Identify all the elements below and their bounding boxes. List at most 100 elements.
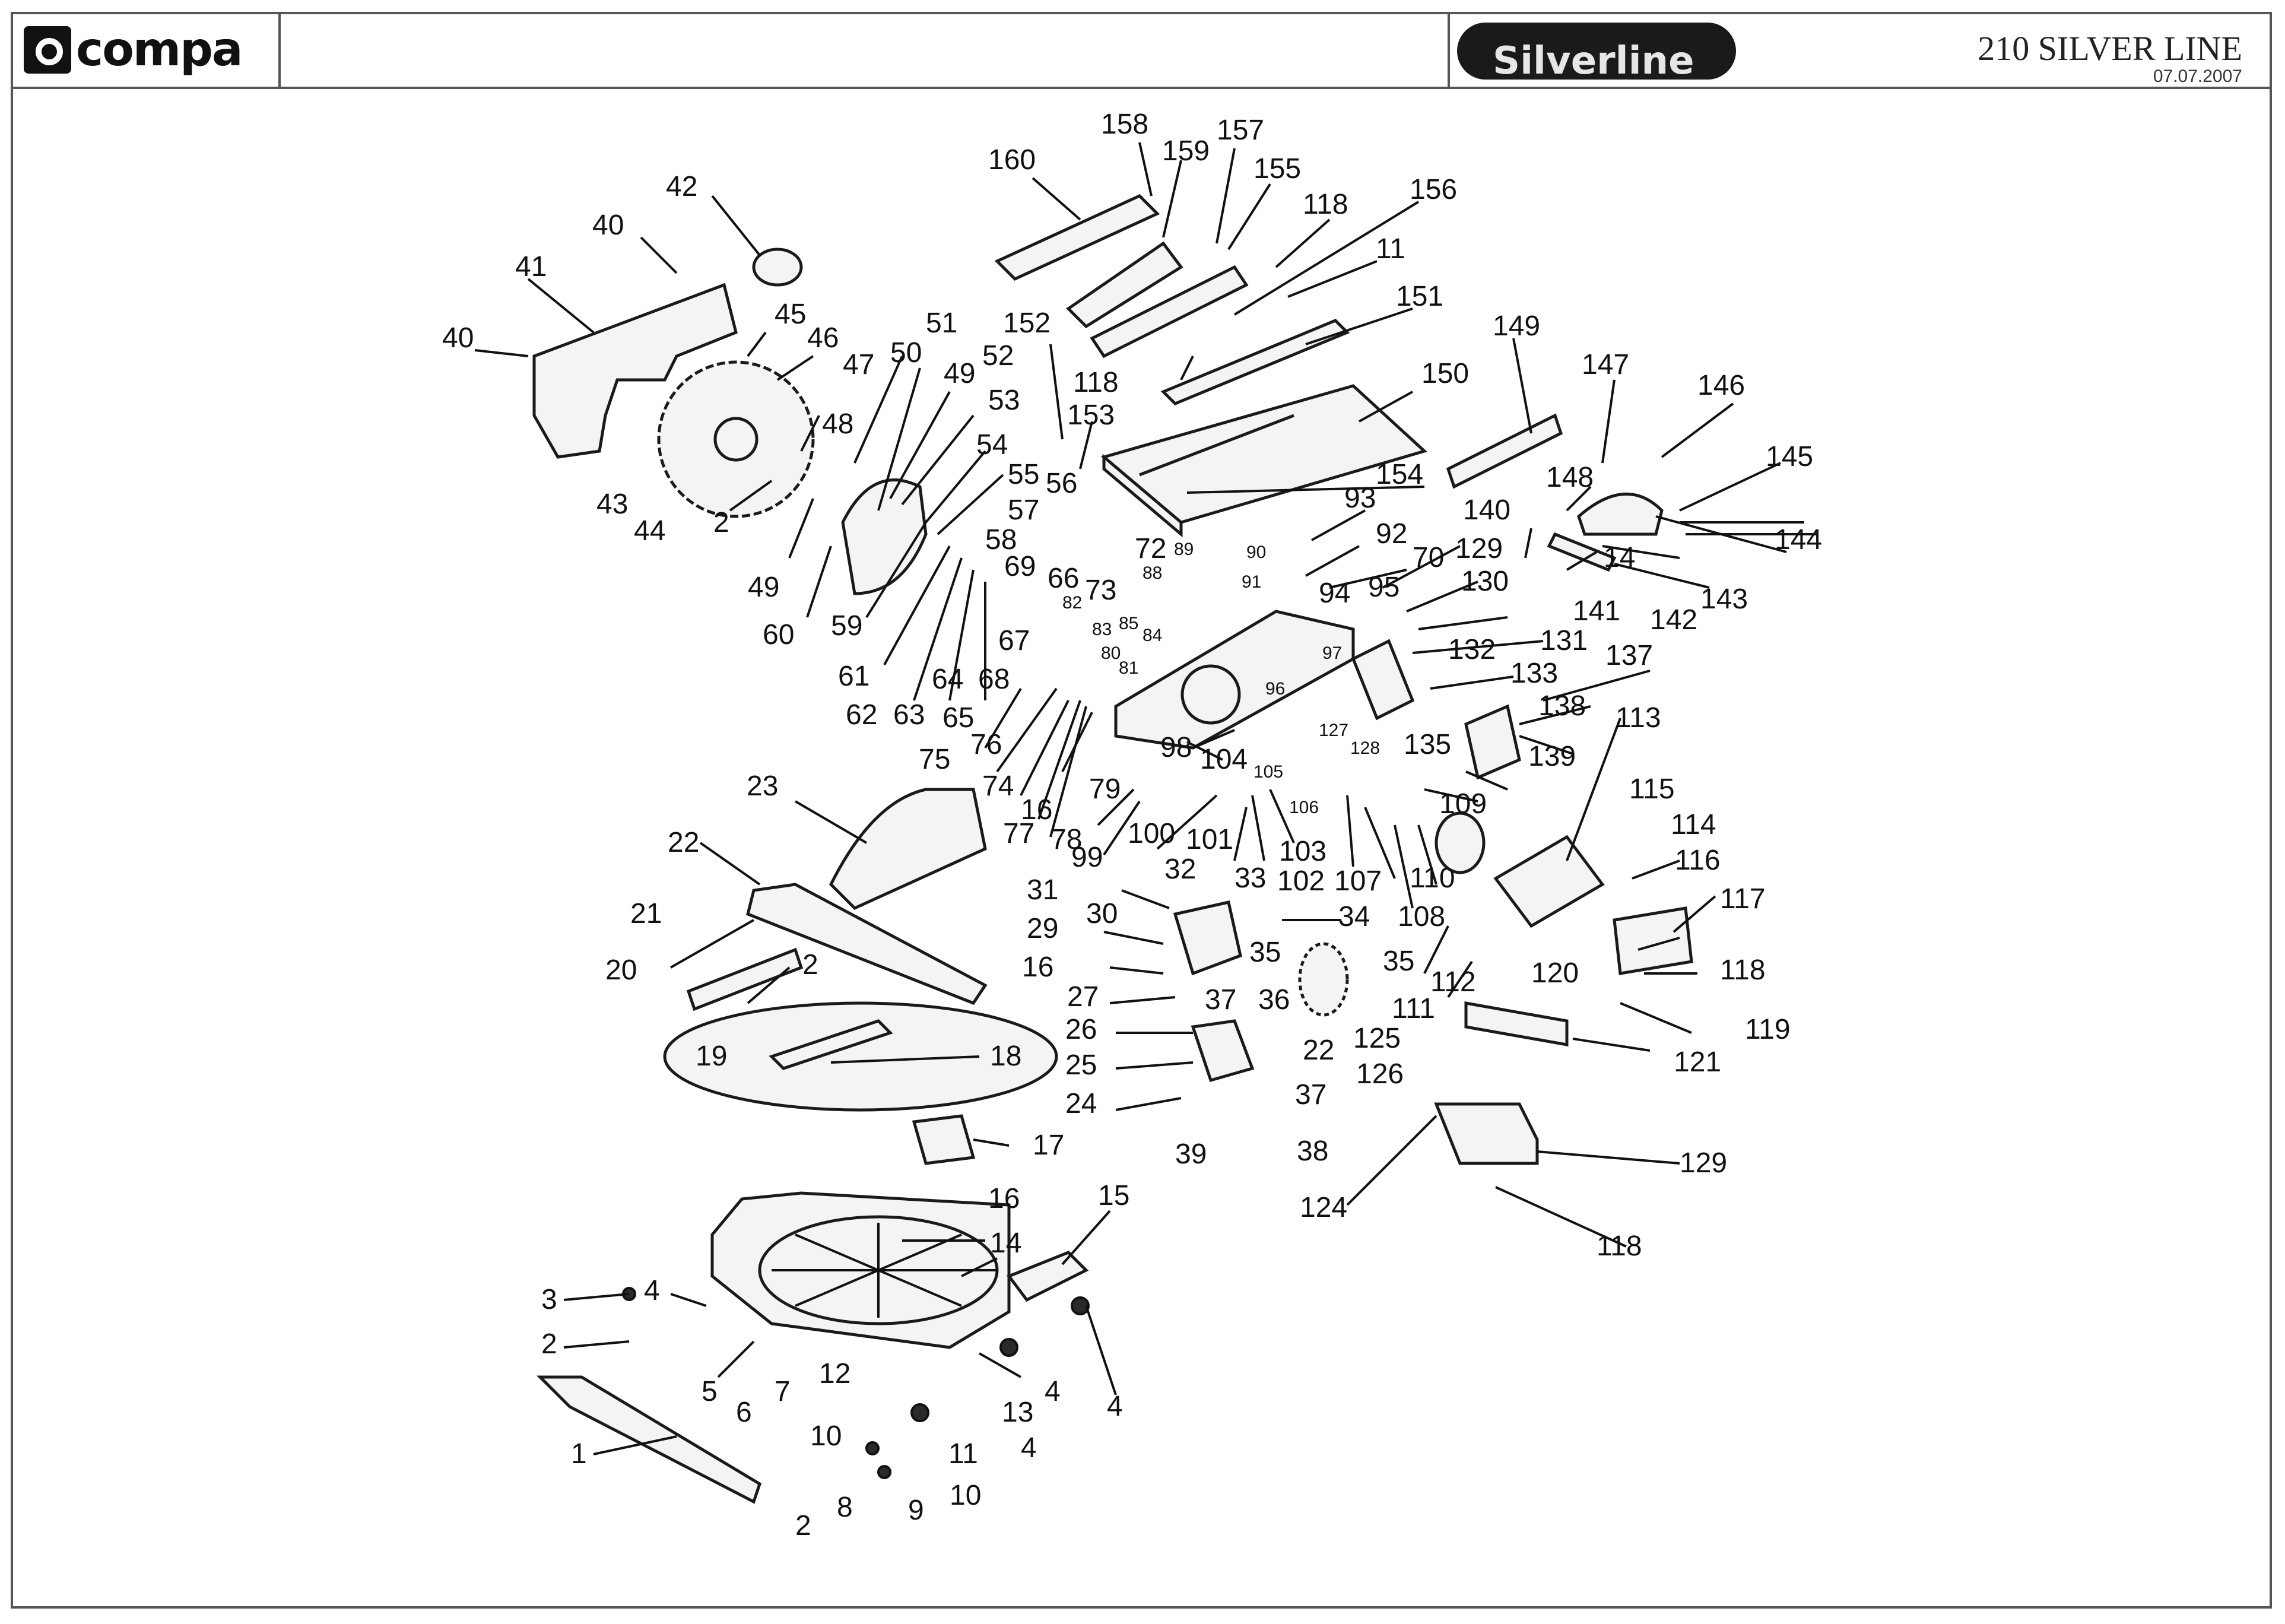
callout-120: 120 — [1531, 957, 1579, 989]
logo-text: compa — [76, 23, 243, 77]
callout-100: 100 — [1128, 818, 1175, 849]
callout-12: 12 — [819, 1358, 850, 1390]
callout-81: 81 — [1119, 658, 1138, 678]
callout-113: 113 — [1616, 702, 1661, 734]
callout-14b: 14 — [1604, 542, 1635, 573]
callout-132: 132 — [1448, 634, 1496, 665]
callout-25: 25 — [1065, 1049, 1097, 1081]
drawing-frame — [11, 12, 2272, 1609]
callout-96: 96 — [1265, 679, 1285, 699]
callout-106: 106 — [1289, 798, 1319, 817]
callout-61: 61 — [838, 661, 869, 692]
callout-153: 153 — [1067, 399, 1115, 431]
callout-116: 116 — [1675, 845, 1721, 876]
callout-159: 159 — [1162, 135, 1210, 167]
callout-147: 147 — [1582, 349, 1629, 380]
callout-37: 37 — [1205, 984, 1236, 1016]
callout-7: 7 — [775, 1376, 791, 1407]
callout-158: 158 — [1101, 109, 1148, 140]
callout-103: 103 — [1279, 836, 1326, 867]
callout-2: 2 — [541, 1328, 557, 1360]
callout-41: 41 — [515, 251, 547, 283]
callout-119: 119 — [1745, 1014, 1791, 1045]
callout-4d: 4 — [1021, 1432, 1037, 1464]
blank-cell — [281, 12, 1450, 87]
callout-92: 92 — [1376, 518, 1407, 550]
callout-91: 91 — [1242, 572, 1261, 592]
callout-24: 24 — [1065, 1088, 1097, 1119]
callout-23: 23 — [747, 770, 778, 802]
callout-10b: 10 — [950, 1480, 981, 1511]
part-shapes — [532, 194, 1693, 1504]
callout-16: 16 — [988, 1183, 1020, 1214]
compa-logo-mark-icon — [24, 26, 71, 74]
silverline-logo: Silverline — [1457, 23, 1736, 83]
callout-65: 65 — [942, 702, 974, 734]
callout-31: 31 — [1027, 874, 1058, 906]
callout-148: 148 — [1546, 462, 1594, 493]
callout-21: 21 — [630, 898, 662, 930]
callout-62: 62 — [846, 699, 877, 731]
callout-57: 57 — [1008, 494, 1039, 526]
callout-95: 95 — [1368, 572, 1399, 603]
callout-157: 157 — [1217, 115, 1264, 146]
callout-4b: 4 — [1045, 1376, 1061, 1407]
callout-93: 93 — [1344, 483, 1376, 514]
callout-49: 49 — [748, 572, 779, 603]
callout-88: 88 — [1142, 563, 1162, 583]
callout-15: 15 — [1098, 1180, 1129, 1211]
callout-66: 66 — [1048, 563, 1079, 594]
callout-135: 135 — [1404, 729, 1451, 760]
callout-130: 130 — [1461, 566, 1509, 597]
callout-84: 84 — [1142, 626, 1162, 645]
callout-14: 14 — [990, 1227, 1021, 1259]
callout-108: 108 — [1398, 901, 1445, 932]
callout-49b: 49 — [944, 358, 975, 389]
callout-160: 160 — [988, 144, 1036, 176]
callout-118c: 118 — [1720, 954, 1766, 986]
callout-110: 110 — [1410, 862, 1455, 894]
callout-16c: 16 — [1022, 951, 1053, 983]
callout-105: 105 — [1253, 762, 1283, 782]
callout-9: 9 — [908, 1495, 924, 1526]
callout-11b: 11 — [1376, 233, 1405, 265]
callout-125: 125 — [1353, 1023, 1401, 1054]
callout-34: 34 — [1338, 901, 1370, 932]
model-title: 210 SILVER LINE — [1978, 29, 2242, 68]
callout-64: 64 — [932, 664, 963, 695]
callout-155: 155 — [1253, 153, 1301, 185]
callout-13: 13 — [1002, 1397, 1033, 1428]
callout-73: 73 — [1085, 575, 1116, 606]
callout-111: 111 — [1392, 993, 1435, 1024]
callout-43: 43 — [596, 489, 628, 520]
callout-2c: 2 — [802, 949, 818, 981]
callout-39: 39 — [1175, 1138, 1207, 1170]
callout-99: 99 — [1071, 842, 1103, 873]
callout-90: 90 — [1246, 543, 1266, 562]
callout-118d: 118 — [1597, 1230, 1642, 1262]
callout-117: 117 — [1720, 883, 1766, 915]
title-block: compa Silverline 210 SILVER LINE 07.07.2… — [11, 12, 2272, 89]
callout-37b: 37 — [1295, 1079, 1326, 1111]
callout-149: 149 — [1493, 310, 1540, 342]
callout-6: 6 — [736, 1397, 752, 1428]
callout-67: 67 — [998, 625, 1030, 656]
callout-3: 3 — [541, 1284, 557, 1315]
callout-141: 141 — [1573, 595, 1620, 627]
callout-140: 140 — [1463, 494, 1510, 526]
callout-33: 33 — [1234, 862, 1266, 894]
compa-logo: compa — [24, 23, 243, 77]
callout-77: 77 — [1003, 818, 1034, 849]
drawing-date: 07.07.2007 — [2153, 66, 2242, 86]
callout-60: 60 — [763, 619, 794, 651]
callout-131: 131 — [1540, 625, 1588, 656]
callout-69: 69 — [1004, 551, 1036, 582]
callout-59: 59 — [831, 610, 862, 642]
callout-98: 98 — [1160, 732, 1192, 763]
callout-36: 36 — [1258, 984, 1290, 1016]
callout-150: 150 — [1421, 358, 1469, 389]
callout-70: 70 — [1413, 542, 1444, 573]
leader-lines — [474, 142, 1816, 1455]
callout-114: 114 — [1671, 809, 1716, 840]
